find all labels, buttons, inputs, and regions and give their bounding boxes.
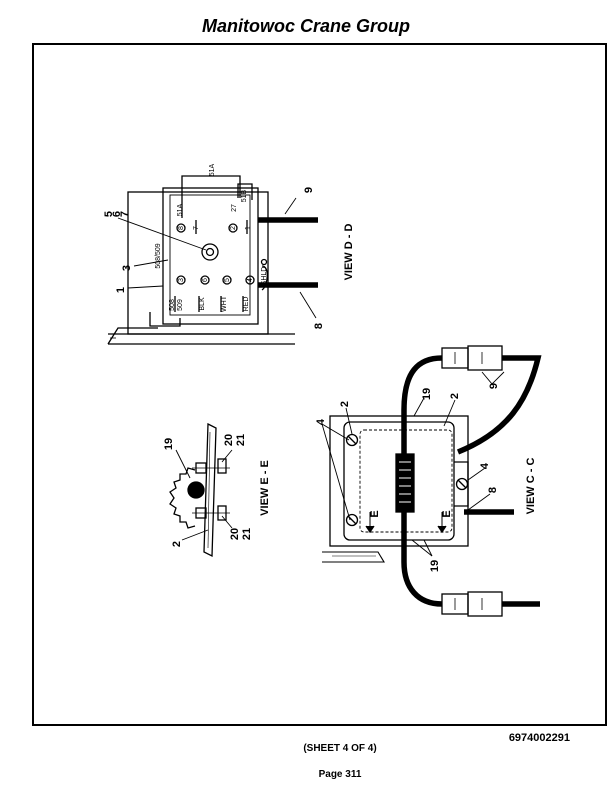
- callout-9-d: 9: [303, 187, 315, 193]
- callout-19-e: 19: [163, 438, 175, 450]
- callout-8-c: 8: [487, 487, 499, 493]
- callout-5: 5: [103, 211, 115, 217]
- callout-19-c-top: 19: [421, 388, 433, 400]
- view-c-c-cables: [401, 355, 542, 607]
- callout-9-c: 9: [488, 383, 500, 389]
- terminal-2: 2: [230, 226, 237, 230]
- wire-label-shld: SHLD: [261, 267, 268, 286]
- section-marker-e-left: E: [369, 510, 381, 517]
- wire-label-51b: 51B: [241, 189, 248, 202]
- sensor-block-ribs: [399, 461, 411, 503]
- page-number: Page 311: [318, 769, 362, 780]
- callout-6: 6: [111, 211, 123, 217]
- document-title: Manitowoc Crane Group: [201, 16, 410, 36]
- callout-19-c-bottom: 19: [429, 560, 441, 572]
- callout-4-c-left: 4: [315, 418, 327, 425]
- wire-label-51a: 51A: [177, 203, 184, 216]
- callout-1: 1: [115, 287, 127, 293]
- callout-2-c-top: 2: [449, 393, 461, 399]
- callout-8-d: 8: [313, 323, 325, 329]
- wire-label-51a-top: 51A: [209, 163, 216, 176]
- wire-label-blk: BLK: [199, 297, 206, 311]
- callout-20-e-top: 20: [223, 434, 235, 446]
- wire-label-red: RED: [243, 297, 250, 312]
- view-d-d-drawing: [107, 175, 317, 345]
- callout-20-e-bottom: 20: [229, 528, 241, 540]
- terminal-3: 3: [178, 278, 185, 282]
- wire-label-508: 508: [169, 299, 176, 311]
- callout-21-e-bottom: 21: [241, 528, 253, 540]
- view-c-c-label: VIEW C - C: [525, 458, 537, 515]
- view-e-e-drawing: [169, 422, 233, 558]
- sheet-indicator: (SHEET 4 OF 4): [303, 743, 377, 754]
- callout-7: 7: [119, 211, 131, 217]
- callout-4-c-right: 4: [479, 462, 491, 469]
- terminal-5: 5: [224, 278, 231, 282]
- callout-2-e: 2: [171, 541, 183, 547]
- terminal-6: 6: [202, 278, 209, 282]
- wire-label-wht: WHT: [221, 295, 228, 312]
- document-number: 6974002291: [508, 732, 570, 744]
- view-e-e-label: VIEW E - E: [259, 460, 271, 516]
- section-marker-e-right: E: [441, 510, 453, 517]
- sensor-block: [395, 453, 415, 513]
- terminal-4: 4: [247, 278, 254, 282]
- terminal-8: 8: [178, 226, 185, 230]
- callout-3: 3: [121, 265, 133, 271]
- callout-2-c-left: 2: [339, 401, 351, 407]
- view-d-d-cables: [258, 217, 318, 288]
- view-d-d-label: VIEW D - D: [343, 224, 355, 281]
- terminal-7: 7: [193, 226, 200, 230]
- terminal-1: 1: [245, 226, 252, 230]
- drawing-frame: [32, 43, 607, 726]
- wire-label-508-509: 508/509: [155, 243, 162, 268]
- wire-label-509: 509: [177, 299, 184, 311]
- callout-21-e-top: 21: [235, 434, 247, 446]
- wire-label-27: 27: [231, 204, 238, 212]
